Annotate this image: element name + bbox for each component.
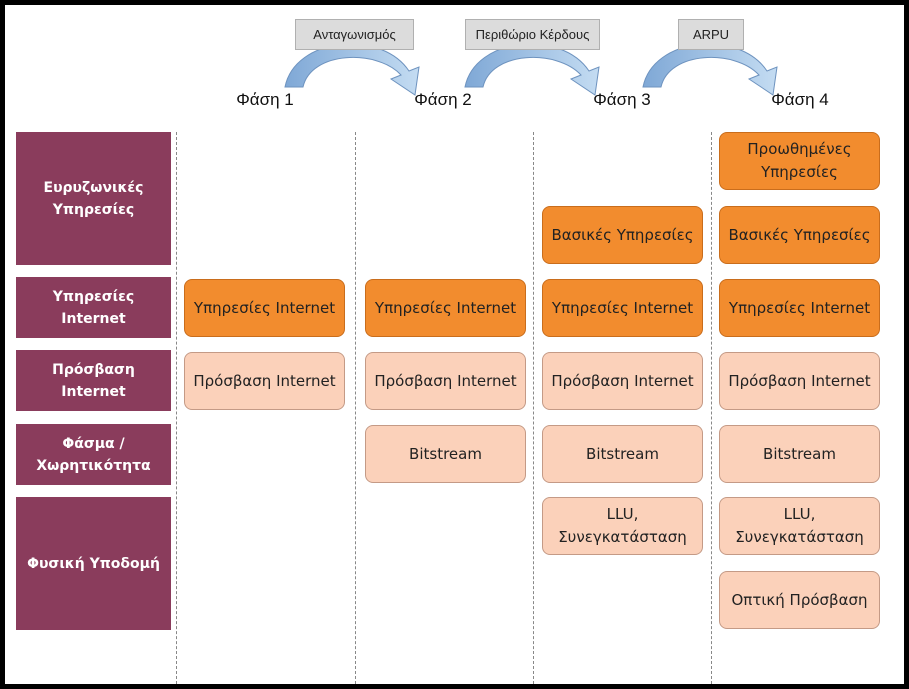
p2-bitstream-box: Bitstream (365, 425, 526, 483)
p2-internet-services-box: Υπηρεσίες Internet (365, 279, 526, 337)
row-label-physical-infrastructure: Φυσική Υποδομή (16, 497, 171, 630)
curved-arrow-icon (642, 43, 778, 96)
row-label-internet-services: Υπηρεσίες Internet (16, 277, 171, 338)
p4-advanced-services-box: Προωθημένες Υπηρεσίες (719, 132, 880, 190)
row-label-broadband-services: Ευρυζωνικές Υπηρεσίες (16, 132, 171, 265)
p1-internet-services-box: Υπηρεσίες Internet (184, 279, 345, 337)
column-divider (711, 132, 712, 684)
column-divider (533, 132, 534, 684)
p2-internet-access-box: Πρόσβαση Internet (365, 352, 526, 410)
p1-internet-access-box: Πρόσβαση Internet (184, 352, 345, 410)
phase-1-header: Φάση 1 (236, 90, 294, 109)
p3-llu-colocation-box: LLU, Συνεγκατάσταση (542, 497, 703, 555)
competition-label: Ανταγωνισμός (295, 19, 414, 50)
p4-bitstream-box: Bitstream (719, 425, 880, 483)
p3-basic-services-box: Βασικές Υπηρεσίες (542, 206, 703, 264)
row-label-internet-access: Πρόσβαση Internet (16, 350, 171, 411)
phase-2-header: Φάση 2 (414, 90, 472, 109)
profit-margin-label: Περιθώριο Κέρδους (465, 19, 600, 50)
arpu-label: ARPU (678, 19, 744, 50)
curved-arrow-icon (284, 43, 420, 96)
p4-basic-services-box: Βασικές Υπηρεσίες (719, 206, 880, 264)
p3-bitstream-box: Bitstream (542, 425, 703, 483)
p4-internet-access-box: Πρόσβαση Internet (719, 352, 880, 410)
p4-optical-access-box: Οπτική Πρόσβαση (719, 571, 880, 629)
diagram-canvas: Ανταγωνισμός Περιθώριο Κέρδους ARPU Φάση… (5, 5, 904, 684)
row-label-spectrum-capacity: Φάσμα / Χωρητικότητα (16, 424, 171, 485)
p4-llu-colocation-box: LLU, Συνεγκατάσταση (719, 497, 880, 555)
column-divider (355, 132, 356, 684)
phase-4-header: Φάση 4 (771, 90, 829, 109)
curved-arrow-icon (464, 43, 600, 96)
p3-internet-access-box: Πρόσβαση Internet (542, 352, 703, 410)
p3-internet-services-box: Υπηρεσίες Internet (542, 279, 703, 337)
phase-3-header: Φάση 3 (593, 90, 651, 109)
column-divider (176, 132, 177, 684)
p4-internet-services-box: Υπηρεσίες Internet (719, 279, 880, 337)
